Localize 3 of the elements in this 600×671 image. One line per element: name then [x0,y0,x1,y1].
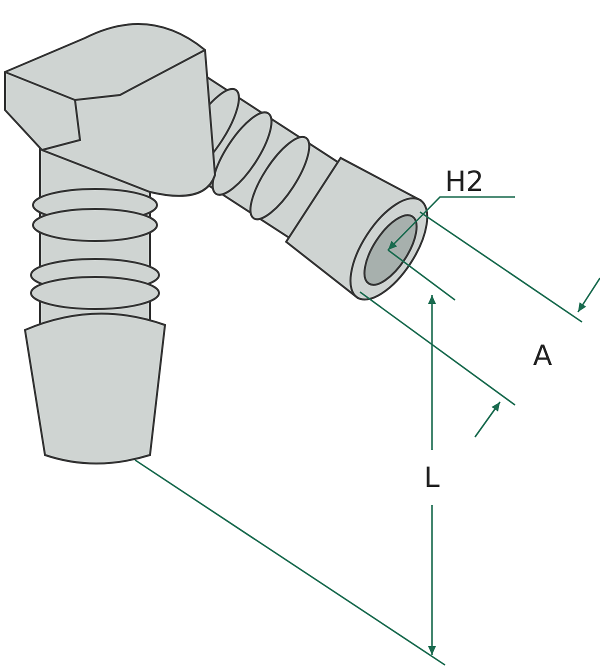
dimension-label: H2 [445,168,484,196]
dimension-label: L [424,464,440,492]
dimension-label: A [533,342,552,370]
